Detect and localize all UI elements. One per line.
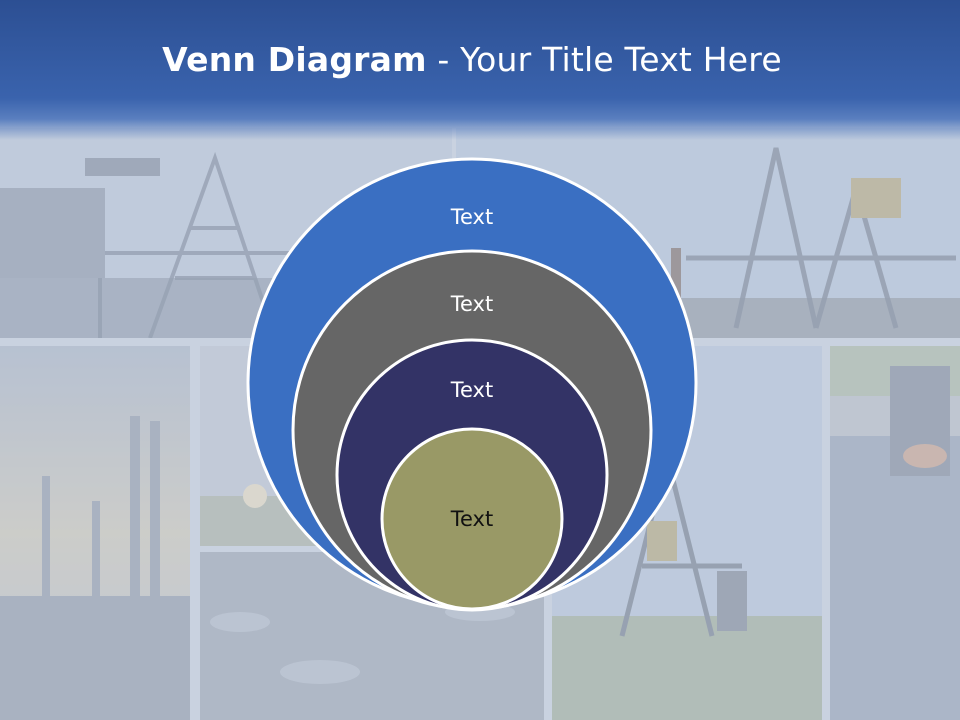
venn-ring-3-label: Text bbox=[450, 378, 493, 402]
venn-ring-1-label: Text bbox=[450, 205, 493, 229]
photo-refinery-sunset bbox=[0, 346, 190, 720]
venn-ring-4-label: Text bbox=[450, 507, 493, 531]
venn-ring-4[interactable] bbox=[380, 427, 564, 611]
venn-ring-2-label: Text bbox=[450, 292, 493, 316]
slide-title-rest: - Your Title Text Here bbox=[426, 40, 782, 79]
photo-oil-well-mud bbox=[830, 346, 960, 720]
slide-title-bold: Venn Diagram bbox=[162, 40, 427, 79]
header-bar bbox=[0, 0, 960, 140]
slide-title: Venn Diagram - Your Title Text Here bbox=[0, 40, 944, 79]
